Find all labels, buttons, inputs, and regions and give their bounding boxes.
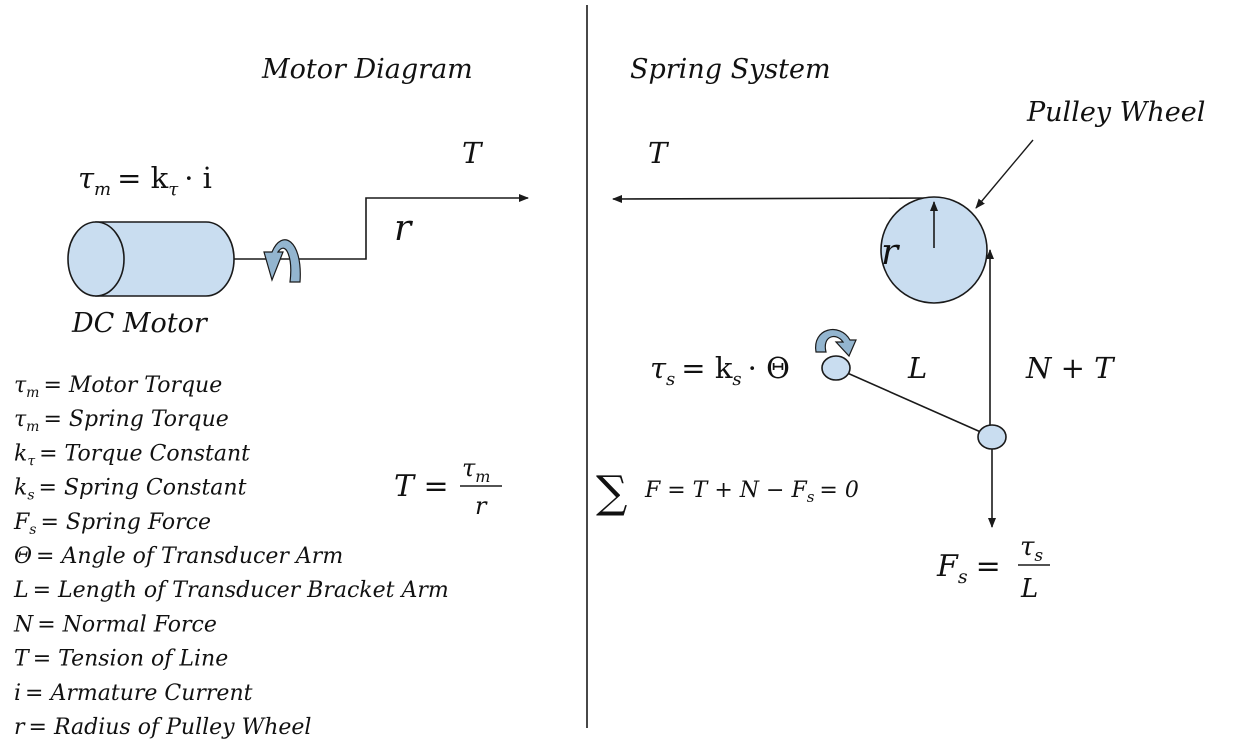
arm-pivot (821, 355, 851, 381)
legend-item: r= Radius of Pulley Wheel (14, 715, 311, 740)
spring-torque-equation: τs= ks· Θ (650, 351, 790, 390)
svg-text:∑: ∑ (596, 467, 627, 518)
svg-text:F = T + N − Fs= 0: F = T + N − Fs= 0 (644, 478, 859, 506)
legend-item: N= Normal Force (13, 612, 217, 637)
motor-shaft-line (234, 194, 529, 260)
tension-line (612, 194, 935, 203)
arm-length-label: L (907, 351, 927, 385)
motor-end-cap (67, 221, 125, 297)
arm-joint (977, 424, 1007, 450)
svg-text:L: L (1020, 574, 1038, 604)
svg-text:Fs=: Fs= (936, 549, 1001, 588)
pulley-pointer-arrow (975, 139, 1034, 209)
svg-text:T =: T = (394, 469, 449, 504)
motor-diagram-title: Motor Diagram (261, 54, 473, 85)
legend-item: Θ= Angle of Transducer Arm (14, 544, 343, 569)
motor-torque-equation: τm= kτ· i (78, 161, 212, 200)
legend-item: kτ= Torque Constant (14, 441, 250, 469)
pulley-radius-label: r (881, 232, 900, 273)
legend-item: L= Length of Transducer Bracket Arm (13, 578, 449, 603)
dc-motor-label: DC Motor (71, 308, 209, 339)
spring-rotation-arrow-icon (815, 329, 857, 358)
normal-plus-tension-label: N + T (1025, 351, 1116, 385)
sum-of-forces-equation: ∑ F = T + N − Fs= 0 (596, 467, 859, 518)
svg-text:τs: τs (1020, 532, 1043, 566)
variable-legend: τm= Motor Torque τm= Spring Torque kτ= Tor… (13, 373, 449, 740)
svg-text:τm: τm (462, 454, 490, 486)
legend-item: Fs= Spring Force (13, 510, 211, 538)
legend-item: T= Tension of Line (14, 647, 228, 672)
motor-rotation-arrow-icon (263, 239, 301, 283)
motor-body (95, 221, 235, 297)
legend-item: τm= Spring Torque (14, 407, 229, 435)
spring-tension-label: T (648, 136, 670, 170)
motor-radius-label: r (394, 208, 413, 249)
tension-equation: T = τm r (394, 454, 502, 520)
svg-text:r: r (475, 492, 488, 520)
legend-item: τm= Motor Torque (14, 373, 222, 401)
legend-item: ks= Spring Constant (14, 476, 247, 504)
motor-tension-label: T (462, 136, 484, 170)
dc-motor (67, 221, 235, 297)
transducer-arm (835, 367, 993, 438)
spring-system-title: Spring System (630, 54, 831, 85)
spring-force-equation: Fs= τs L (936, 532, 1050, 604)
legend-item: i= Armature Current (14, 681, 253, 706)
pulley-wheel-label: Pulley Wheel (1026, 97, 1205, 128)
